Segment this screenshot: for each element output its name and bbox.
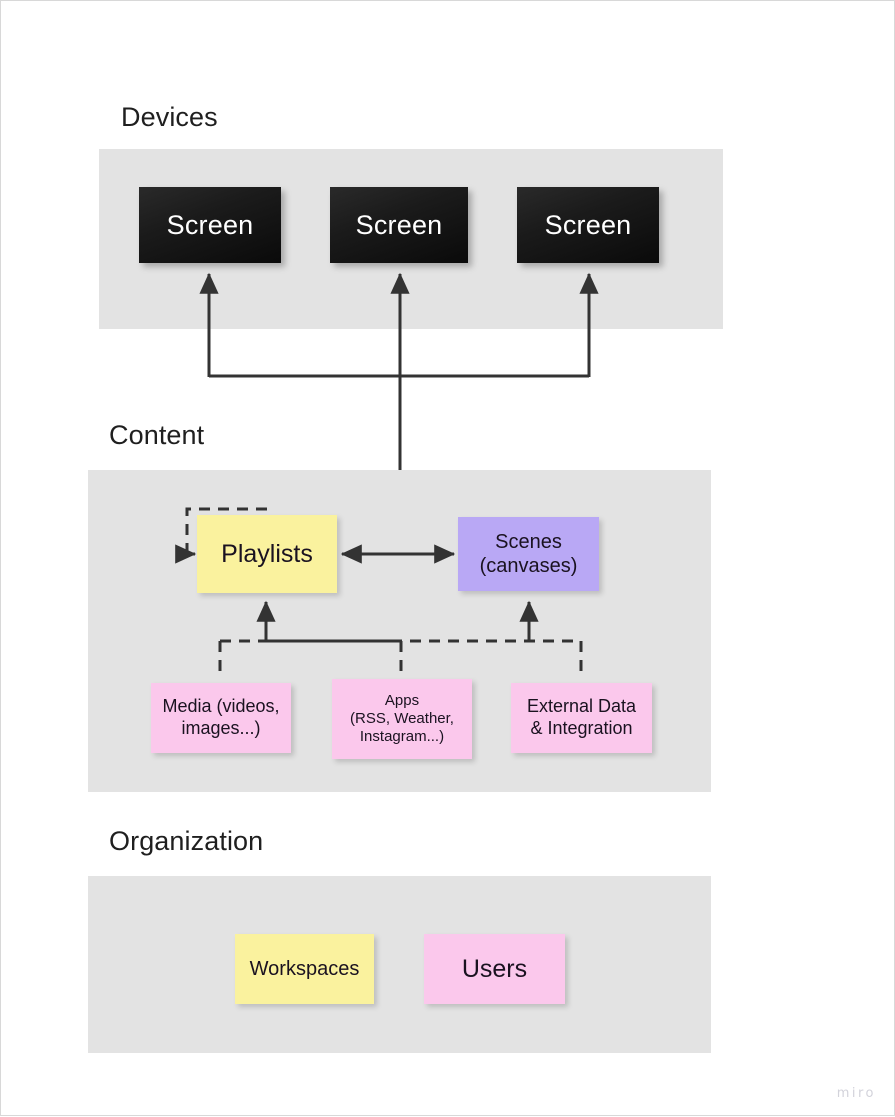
node-playlists[interactable]: Playlists (197, 515, 337, 593)
device-screen-1-label: Screen (166, 209, 254, 240)
node-users[interactable]: Users (424, 934, 565, 1004)
node-external-data-label-line2: & Integration (530, 718, 633, 738)
organization-band (88, 876, 711, 1053)
node-apps-label-line3: Instagram...) (359, 728, 445, 746)
node-external-data[interactable]: External Data & Integration (511, 683, 652, 753)
device-screen-2-label: Screen (355, 209, 443, 240)
node-external-data-label-line1: External Data (526, 696, 637, 717)
node-apps-label-line2: (RSS, Weather, (350, 709, 454, 727)
node-apps[interactable]: Apps (RSS, Weather, Instagram...) (332, 679, 472, 759)
device-screen-3[interactable]: Screen (517, 187, 659, 263)
device-screen-1[interactable]: Screen (139, 187, 281, 263)
section-title-content: Content (109, 420, 205, 450)
node-media-label-line2: images...) (181, 718, 261, 738)
section-title-organization: Organization (109, 826, 264, 856)
node-scenes-label-line2: (canvases) (479, 555, 578, 577)
node-apps-label-line1: Apps (384, 691, 420, 709)
node-scenes[interactable]: Scenes (canvases) (458, 517, 599, 591)
node-media-label-line1: Media (videos, (162, 696, 280, 717)
section-title-devices: Devices (121, 102, 218, 132)
node-workspaces-label: Workspaces (249, 957, 360, 980)
node-scenes-label-line1: Scenes (495, 530, 562, 553)
wire-playlists-self-loop (185, 507, 267, 554)
node-playlists-label: Playlists (221, 539, 313, 568)
node-users-label: Users (461, 954, 528, 983)
miro-watermark: miro (836, 1086, 876, 1101)
device-screen-2[interactable]: Screen (330, 187, 468, 263)
node-workspaces[interactable]: Workspaces (235, 934, 374, 1004)
device-screen-3-label: Screen (544, 209, 632, 240)
node-media[interactable]: Media (videos, images...) (151, 683, 291, 753)
